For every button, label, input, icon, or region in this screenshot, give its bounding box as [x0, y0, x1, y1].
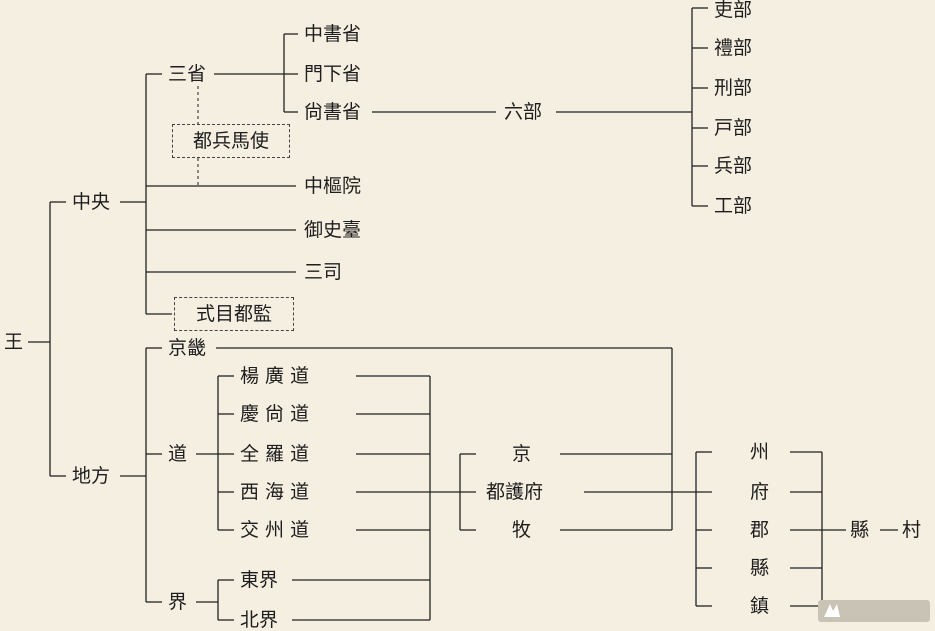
- board-revenue: 戸部: [714, 117, 753, 139]
- border-label: 界: [168, 591, 188, 613]
- capital-region-label: 京畿: [168, 337, 207, 359]
- board-works: 工部: [714, 195, 753, 217]
- pref-gun: 郡: [750, 519, 770, 541]
- military-council-box: 都兵馬使: [172, 124, 290, 158]
- secretariat-label: 中書省: [304, 23, 362, 45]
- publisher-logo: [818, 600, 930, 622]
- local-label: 地方: [72, 465, 111, 487]
- state-affairs-label: 尙書省: [304, 101, 362, 123]
- border-east: 東界: [240, 569, 279, 591]
- pref-hyeon: 縣: [750, 557, 770, 579]
- censorate-label: 御史臺: [304, 219, 362, 241]
- circuits-label: 道: [168, 443, 188, 465]
- privy-council-label: 中樞院: [304, 175, 362, 197]
- unit-capital: 京: [512, 443, 532, 465]
- unit-protectorate: 都護府: [486, 481, 544, 503]
- pref-bu: 府: [750, 481, 770, 503]
- board-rites: 禮部: [714, 37, 753, 59]
- chancellery-label: 門下省: [304, 63, 362, 85]
- three-depts-label: 三省: [168, 63, 207, 85]
- board-war: 兵部: [714, 155, 753, 177]
- directorate-box: 式目都監: [174, 297, 294, 331]
- circuit-seohae: 西 海 道: [240, 481, 310, 503]
- county-label: 縣: [850, 519, 870, 541]
- village-label: 村: [902, 519, 922, 541]
- finance-office-label: 三司: [304, 261, 343, 283]
- six-boards-label: 六部: [504, 101, 543, 123]
- circuit-gyeongsang: 慶 尙 道: [240, 403, 310, 425]
- pref-ju: 州: [750, 441, 770, 463]
- border-north: 北界: [240, 609, 279, 631]
- board-punishments: 刑部: [714, 77, 753, 99]
- circuit-gyoju: 交 州 道: [240, 519, 310, 541]
- circuit-jeolla: 全 羅 道: [240, 443, 310, 465]
- pref-jin: 鎮: [750, 595, 770, 617]
- circuit-yanggwang: 楊 廣 道: [240, 365, 310, 387]
- unit-mok: 牧: [512, 519, 532, 541]
- central-label: 中央: [72, 191, 111, 213]
- board-personnel: 吏部: [714, 0, 753, 21]
- root-king: 王: [4, 331, 24, 353]
